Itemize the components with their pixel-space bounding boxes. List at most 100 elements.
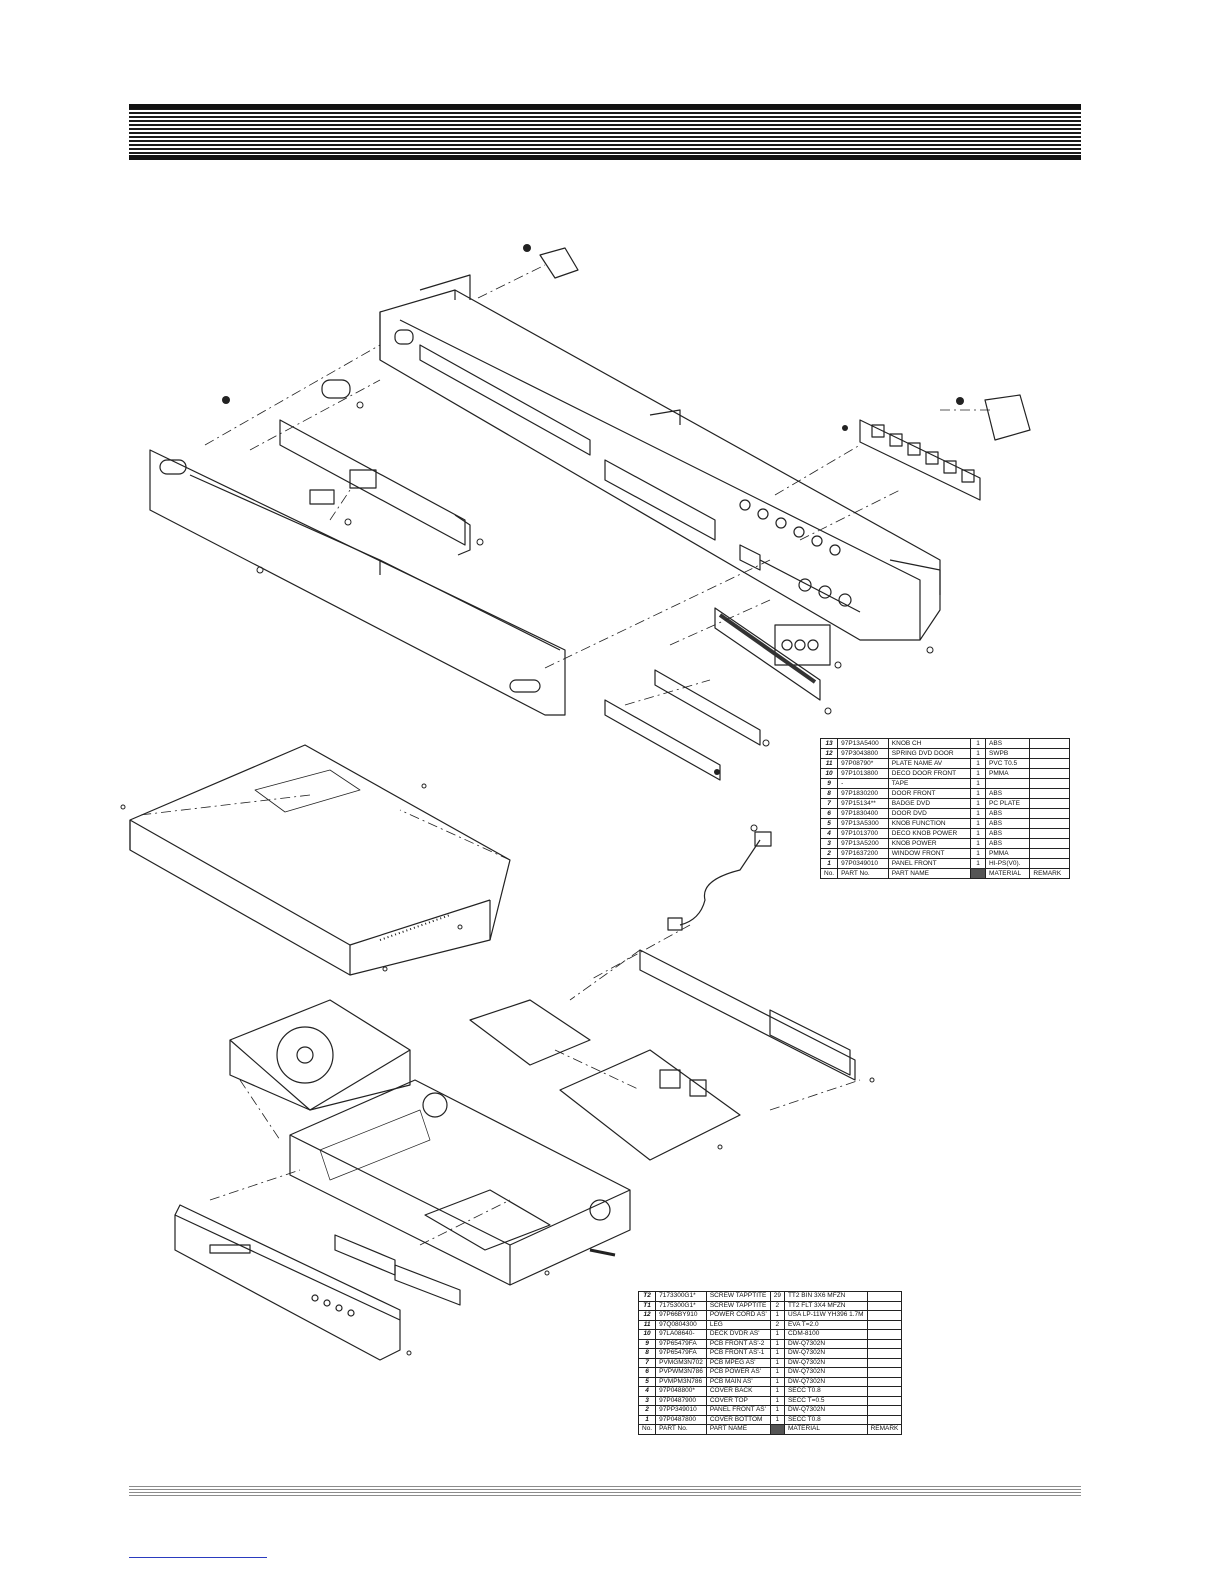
cell-part-name: COVER BACK [705, 1386, 771, 1397]
cell-part-no: 97P08790* [837, 758, 889, 769]
cell-no: 10 [819, 768, 839, 779]
cell-remark [866, 1329, 903, 1340]
cell-part-name: SCREW TAPPTITE [705, 1300, 771, 1311]
cell-qty: 1 [769, 1376, 785, 1387]
cell-part-no: 97LA08640- [655, 1329, 707, 1340]
power-cord-part [667, 831, 772, 931]
header-part-name: PART NAME [705, 1424, 771, 1435]
cell-part-name: SCREW TAPPTITE [705, 1291, 771, 1302]
cell-no: 13 [819, 738, 839, 749]
cell-part-name: DECO KNOB POWER [887, 828, 972, 839]
cell-part-no: 97P13A5400 [837, 738, 889, 749]
cell-no: 2 [637, 1405, 657, 1416]
cell-material: USA LP-11W YH396 1.7M [783, 1310, 868, 1321]
knob-power-part [321, 379, 351, 399]
cell-material: SECC T0.8 [783, 1386, 868, 1397]
callout-5 [842, 425, 848, 431]
cell-no: T2 [637, 1291, 657, 1302]
cell-no: 5 [637, 1376, 657, 1387]
cell-part-name: KNOB FUNCTION [887, 818, 972, 829]
cell-material: PC PLATE [985, 798, 1031, 809]
deck-dvd-part [229, 999, 411, 1111]
cell-part-name: LEG [705, 1319, 771, 1330]
cell-remark [866, 1348, 903, 1359]
cell-remark [866, 1310, 903, 1321]
cell-qty: 1 [769, 1338, 785, 1349]
cell-part-name: PANEL FRONT [887, 858, 972, 869]
cell-part-name: COVER BOTTOM [705, 1414, 771, 1425]
cell-part-no: 97P15134** [837, 798, 889, 809]
cell-qty: 1 [769, 1414, 785, 1425]
cell-no: 5 [819, 818, 839, 829]
cell-no: 9 [819, 778, 839, 789]
cell-part-no: 97P1830400 [837, 808, 889, 819]
pcb-mpeg-part [424, 1189, 551, 1251]
header-material: MATERIAL [985, 868, 1031, 879]
cell-part-name: POWER CORD AS' [705, 1310, 771, 1321]
callout-t2-b [421, 783, 427, 789]
header-qty [769, 1424, 785, 1435]
cell-no: 4 [637, 1386, 657, 1397]
cell-no: 8 [637, 1348, 657, 1359]
cell-remark [1029, 748, 1070, 759]
cell-remark [1029, 758, 1070, 769]
cell-qty: 1 [769, 1357, 785, 1368]
cell-material: HI-PS(V0). [985, 858, 1031, 869]
cell-material: ABS [985, 838, 1031, 849]
cell-remark [866, 1319, 903, 1330]
cell-part-no: - [837, 778, 889, 789]
cell-part-no: 97P0487800 [655, 1414, 707, 1425]
cell-part-name: DOOR DVD [887, 808, 972, 819]
cell-no: 8 [819, 788, 839, 799]
callout-3-chassis [457, 924, 463, 930]
cell-qty: 1 [970, 798, 987, 809]
cell-qty: 2 [769, 1300, 785, 1311]
cell-part-no: 97P0349010 [837, 858, 889, 869]
cell-material: ABS [985, 788, 1031, 799]
cell-part-no: 97P66BY910 [655, 1310, 707, 1321]
cell-part-name: KNOB POWER [887, 838, 972, 849]
cell-qty: 1 [970, 808, 987, 819]
cell-qty: 1 [970, 758, 987, 769]
deco-door-front-part [604, 607, 821, 781]
cell-remark [1029, 738, 1070, 749]
cell-part-no: 97P65479FA [655, 1338, 707, 1349]
cell-part-no: 97Q0804300 [655, 1319, 707, 1330]
cell-remark [1029, 778, 1070, 789]
cover-bottom-part [289, 1079, 631, 1286]
leg-part [589, 1248, 616, 1257]
callout-8 [256, 566, 264, 574]
cell-no: T1 [637, 1300, 657, 1311]
cell-remark [866, 1357, 903, 1368]
cell-material: EVA T=2.0 [783, 1319, 868, 1330]
cell-qty: 1 [769, 1329, 785, 1340]
cell-material: ABS [985, 808, 1031, 819]
cell-remark [866, 1376, 903, 1387]
cell-part-no: 97P65479FA [655, 1348, 707, 1359]
cell-part-name: KNOB CH [887, 738, 972, 749]
header-no: No. [637, 1424, 657, 1435]
header-part-no: PART No. [655, 1424, 707, 1435]
callout-1-chassis [544, 1270, 550, 1276]
header-band [129, 104, 1081, 160]
header-no: No. [819, 868, 839, 879]
cell-part-no: 97P1830200 [837, 788, 889, 799]
cell-remark [866, 1386, 903, 1397]
cell-qty: 1 [970, 788, 987, 799]
knob-ch-part [984, 394, 1031, 441]
cell-remark [866, 1405, 903, 1416]
